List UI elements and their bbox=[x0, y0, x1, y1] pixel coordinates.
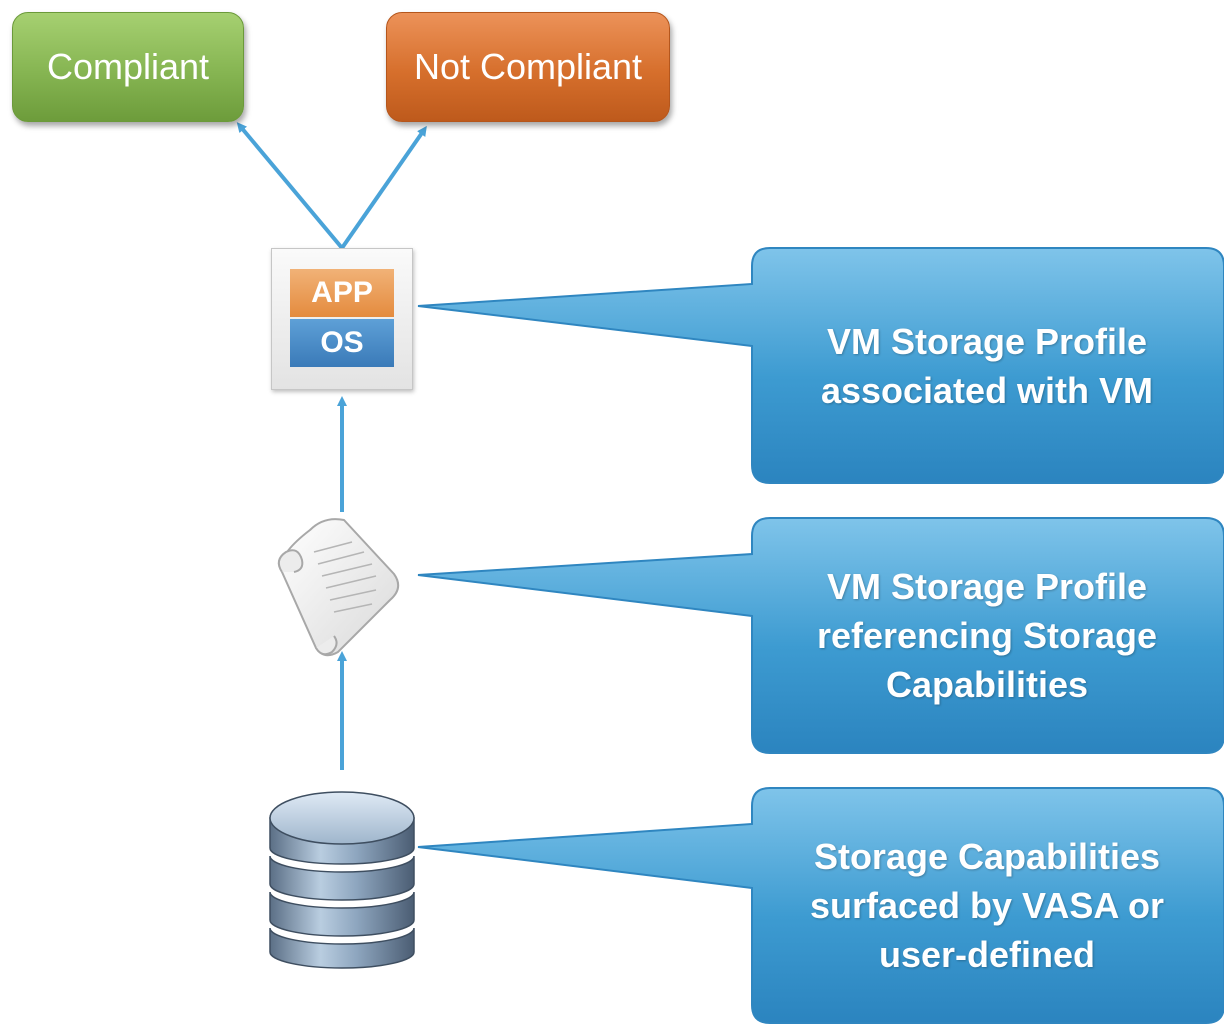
callout-text-storage-profile: VM Storage Profile referencing Storage C… bbox=[816, 566, 1158, 705]
vm-app-layer: APP bbox=[290, 269, 394, 317]
vm-app-label: APP bbox=[311, 276, 373, 309]
arrow-to-compliant bbox=[236, 122, 344, 250]
vm-os-label: OS bbox=[320, 326, 364, 359]
vm-os-layer: OS bbox=[290, 319, 394, 367]
callout-bubble-profile bbox=[417, 517, 1224, 754]
callout-bubble-vm bbox=[417, 247, 1224, 484]
vm-icon: APP OS bbox=[271, 248, 413, 390]
document-scroll-icon bbox=[277, 518, 400, 657]
callout-text-vm-profile: VM Storage Profile associated with VM bbox=[820, 320, 1154, 411]
callout-text-storage-capabilities: Storage Capabilities surfaced by VASA or… bbox=[809, 836, 1165, 975]
compliant-label: Compliant bbox=[46, 46, 210, 87]
database-icon bbox=[269, 791, 415, 969]
not-compliant-box: Not Compliant bbox=[386, 12, 670, 122]
not-compliant-label: Not Compliant bbox=[413, 46, 643, 87]
arrow-to-not-compliant bbox=[340, 125, 427, 250]
callout-bubble-storage bbox=[417, 787, 1224, 1024]
compliant-box: Compliant bbox=[12, 12, 244, 122]
